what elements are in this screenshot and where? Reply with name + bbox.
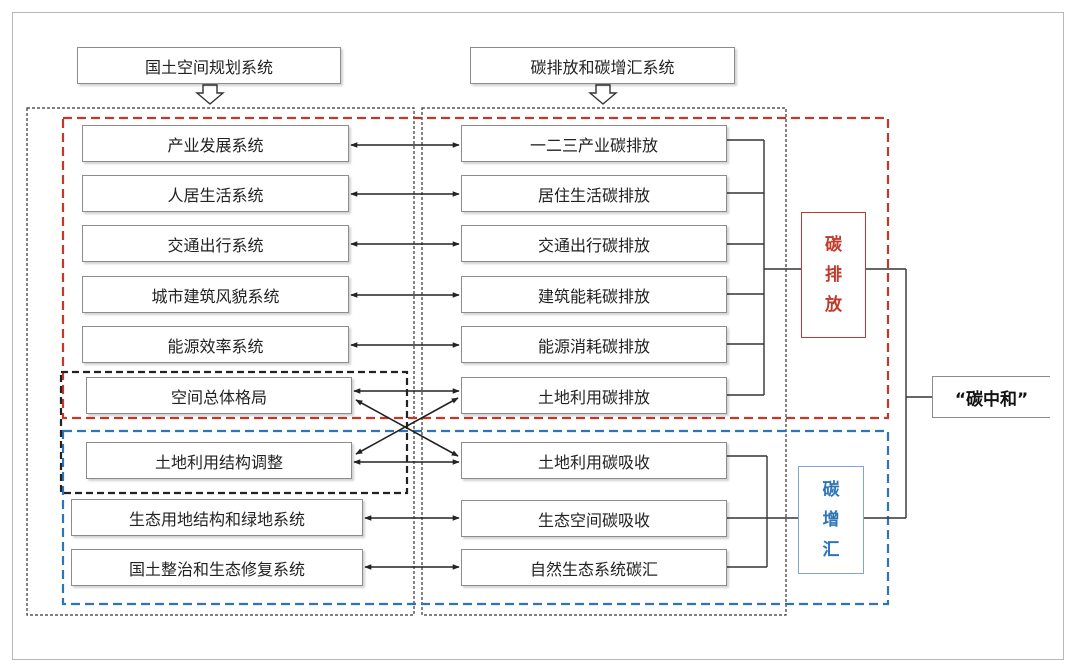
left-item-restoration: 国土整治和生态修复系统 <box>71 549 363 586</box>
emission-label-char-1: 碳 <box>825 235 842 255</box>
right-header-down-arrow <box>588 84 618 105</box>
left-item-land-structure: 土地利用结构调整 <box>86 442 352 479</box>
left-item-ecological-land: 生态用地结构和绿地系统 <box>71 499 363 536</box>
result-connector <box>864 268 932 519</box>
left-item-living: 人居生活系统 <box>82 175 349 212</box>
right-system-dotted-box <box>421 107 787 616</box>
left-item-energy: 能源效率系统 <box>82 326 349 363</box>
left-item-industry: 产业发展系统 <box>82 125 349 162</box>
left-item-spatial-pattern: 空间总体格局 <box>86 377 352 414</box>
outer-frame <box>12 12 1064 660</box>
left-header-down-arrow <box>195 84 225 105</box>
left-item-transport: 交通出行系统 <box>82 225 349 262</box>
right-item-transport-emission: 交通出行碳排放 <box>461 225 727 262</box>
header-spatial-planning: 国土空间规划系统 <box>77 47 341 84</box>
emission-label-char-3: 放 <box>825 295 842 315</box>
right-item-natural-sink: 自然生态系统碳汇 <box>461 549 727 586</box>
sink-label: 碳 增 汇 <box>798 466 864 574</box>
header-carbon-system: 碳排放和碳增汇系统 <box>470 47 735 84</box>
left-system-dotted-box <box>26 107 415 616</box>
left-item-architecture: 城市建筑风貌系统 <box>82 276 349 313</box>
right-item-energy-emission: 能源消耗碳排放 <box>461 326 727 363</box>
right-item-landuse-emission: 土地利用碳排放 <box>461 377 727 414</box>
right-item-building-emission: 建筑能耗碳排放 <box>461 276 727 313</box>
right-item-living-emission: 居住生活碳排放 <box>461 175 727 212</box>
sink-bracket <box>727 455 798 568</box>
right-item-landuse-absorption: 土地利用碳吸收 <box>461 442 727 479</box>
carbon-neutrality-box: “碳中和” <box>932 376 1050 418</box>
right-item-industry-emission: 一二三产业碳排放 <box>461 125 727 162</box>
emission-dashed-box <box>61 116 890 420</box>
cross-arrow-up <box>355 397 459 455</box>
sink-label-char-1: 碳 <box>822 480 840 500</box>
emission-label-char-2: 排 <box>825 265 842 285</box>
spatial-pattern-dashed-box <box>59 370 409 495</box>
emission-label: 碳 排 放 <box>801 212 866 338</box>
sink-label-char-3: 汇 <box>822 540 840 560</box>
sink-label-char-2: 增 <box>822 510 840 530</box>
right-item-eco-absorption: 生态空间碳吸收 <box>461 500 727 537</box>
emission-bracket <box>727 139 801 396</box>
